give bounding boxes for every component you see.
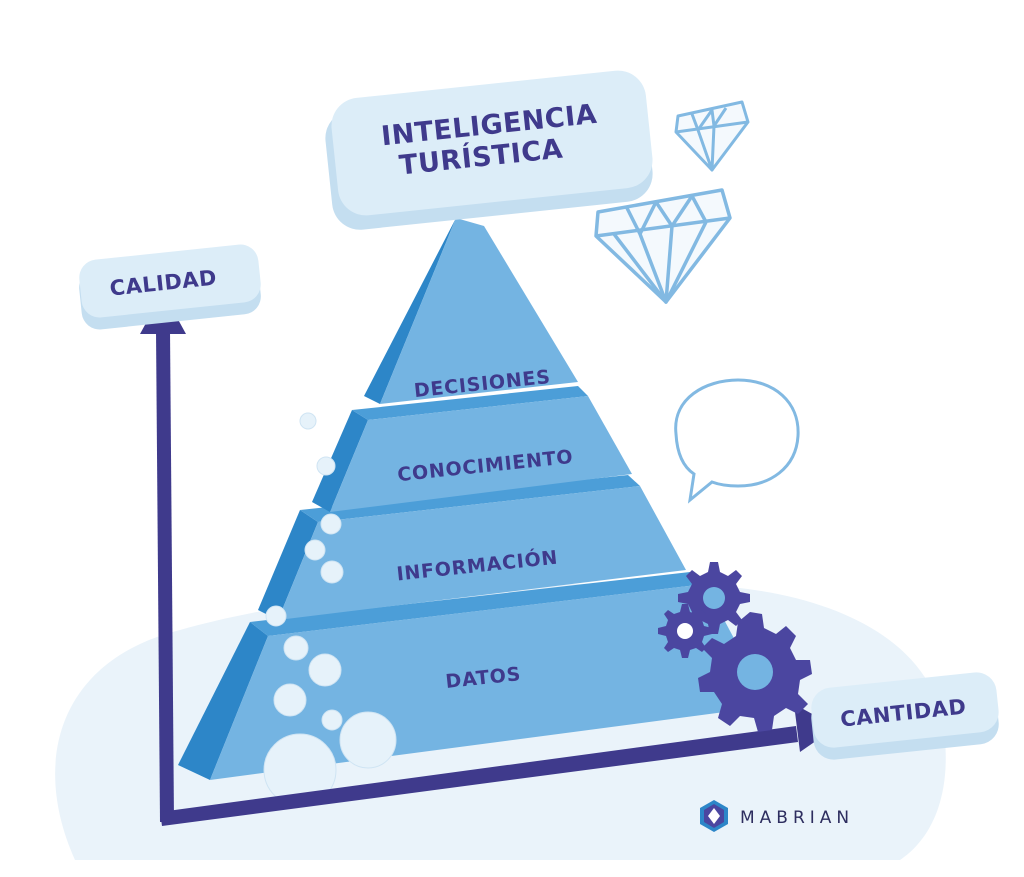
y-axis-label-box: CALIDAD bbox=[79, 244, 261, 330]
tier-conocimiento bbox=[312, 386, 632, 512]
tier-informacion-top bbox=[300, 475, 640, 522]
speech-bubble-icon bbox=[674, 378, 800, 504]
x-axis-label-box: CANTIDAD bbox=[811, 672, 999, 760]
bubble bbox=[339, 711, 397, 769]
diamond-large-icon bbox=[594, 188, 732, 304]
y-axis-shaft bbox=[156, 330, 174, 822]
top-label-box: INTELIGENCIA TURÍSTICA bbox=[325, 70, 653, 230]
y-axis-label-bg bbox=[79, 244, 261, 318]
tier-decisiones-side bbox=[364, 218, 456, 404]
bubble bbox=[304, 539, 326, 561]
x-axis-label-bg bbox=[811, 672, 999, 748]
bubble bbox=[273, 683, 307, 717]
tier-informacion-face bbox=[278, 486, 686, 620]
tier-decisiones-face bbox=[380, 218, 578, 404]
x-axis-shaft bbox=[160, 726, 798, 826]
gear-small-icon bbox=[658, 604, 712, 658]
bubble bbox=[320, 560, 344, 584]
bubble bbox=[320, 513, 342, 535]
bubble bbox=[321, 709, 343, 731]
bubbles-decoration bbox=[263, 412, 397, 807]
hexagon-diamond-icon bbox=[700, 800, 728, 832]
brand-name: MABRIAN bbox=[740, 808, 854, 828]
gear-large-icon bbox=[698, 612, 812, 732]
tier-conocimiento-side bbox=[312, 410, 368, 512]
bubble bbox=[316, 456, 336, 476]
bubble bbox=[265, 605, 287, 627]
tier-informacion-side bbox=[258, 510, 318, 620]
tier-decisiones bbox=[364, 218, 578, 404]
tier-conocimiento-top bbox=[352, 386, 588, 420]
tier-datos-top bbox=[250, 572, 705, 636]
tier-informacion bbox=[258, 475, 686, 620]
diamond-small-icon bbox=[674, 100, 750, 172]
bubble bbox=[308, 653, 342, 687]
tier-datos-side bbox=[178, 622, 268, 780]
brand-logo: MABRIAN bbox=[700, 800, 854, 832]
bubble bbox=[283, 635, 309, 661]
top-label-bg bbox=[331, 70, 653, 216]
bubble bbox=[299, 412, 317, 430]
pyramid: DECISIONES CONOCIMIENTO INFORMACIÓN DATO… bbox=[178, 218, 770, 780]
tier-conocimiento-face bbox=[330, 396, 632, 512]
